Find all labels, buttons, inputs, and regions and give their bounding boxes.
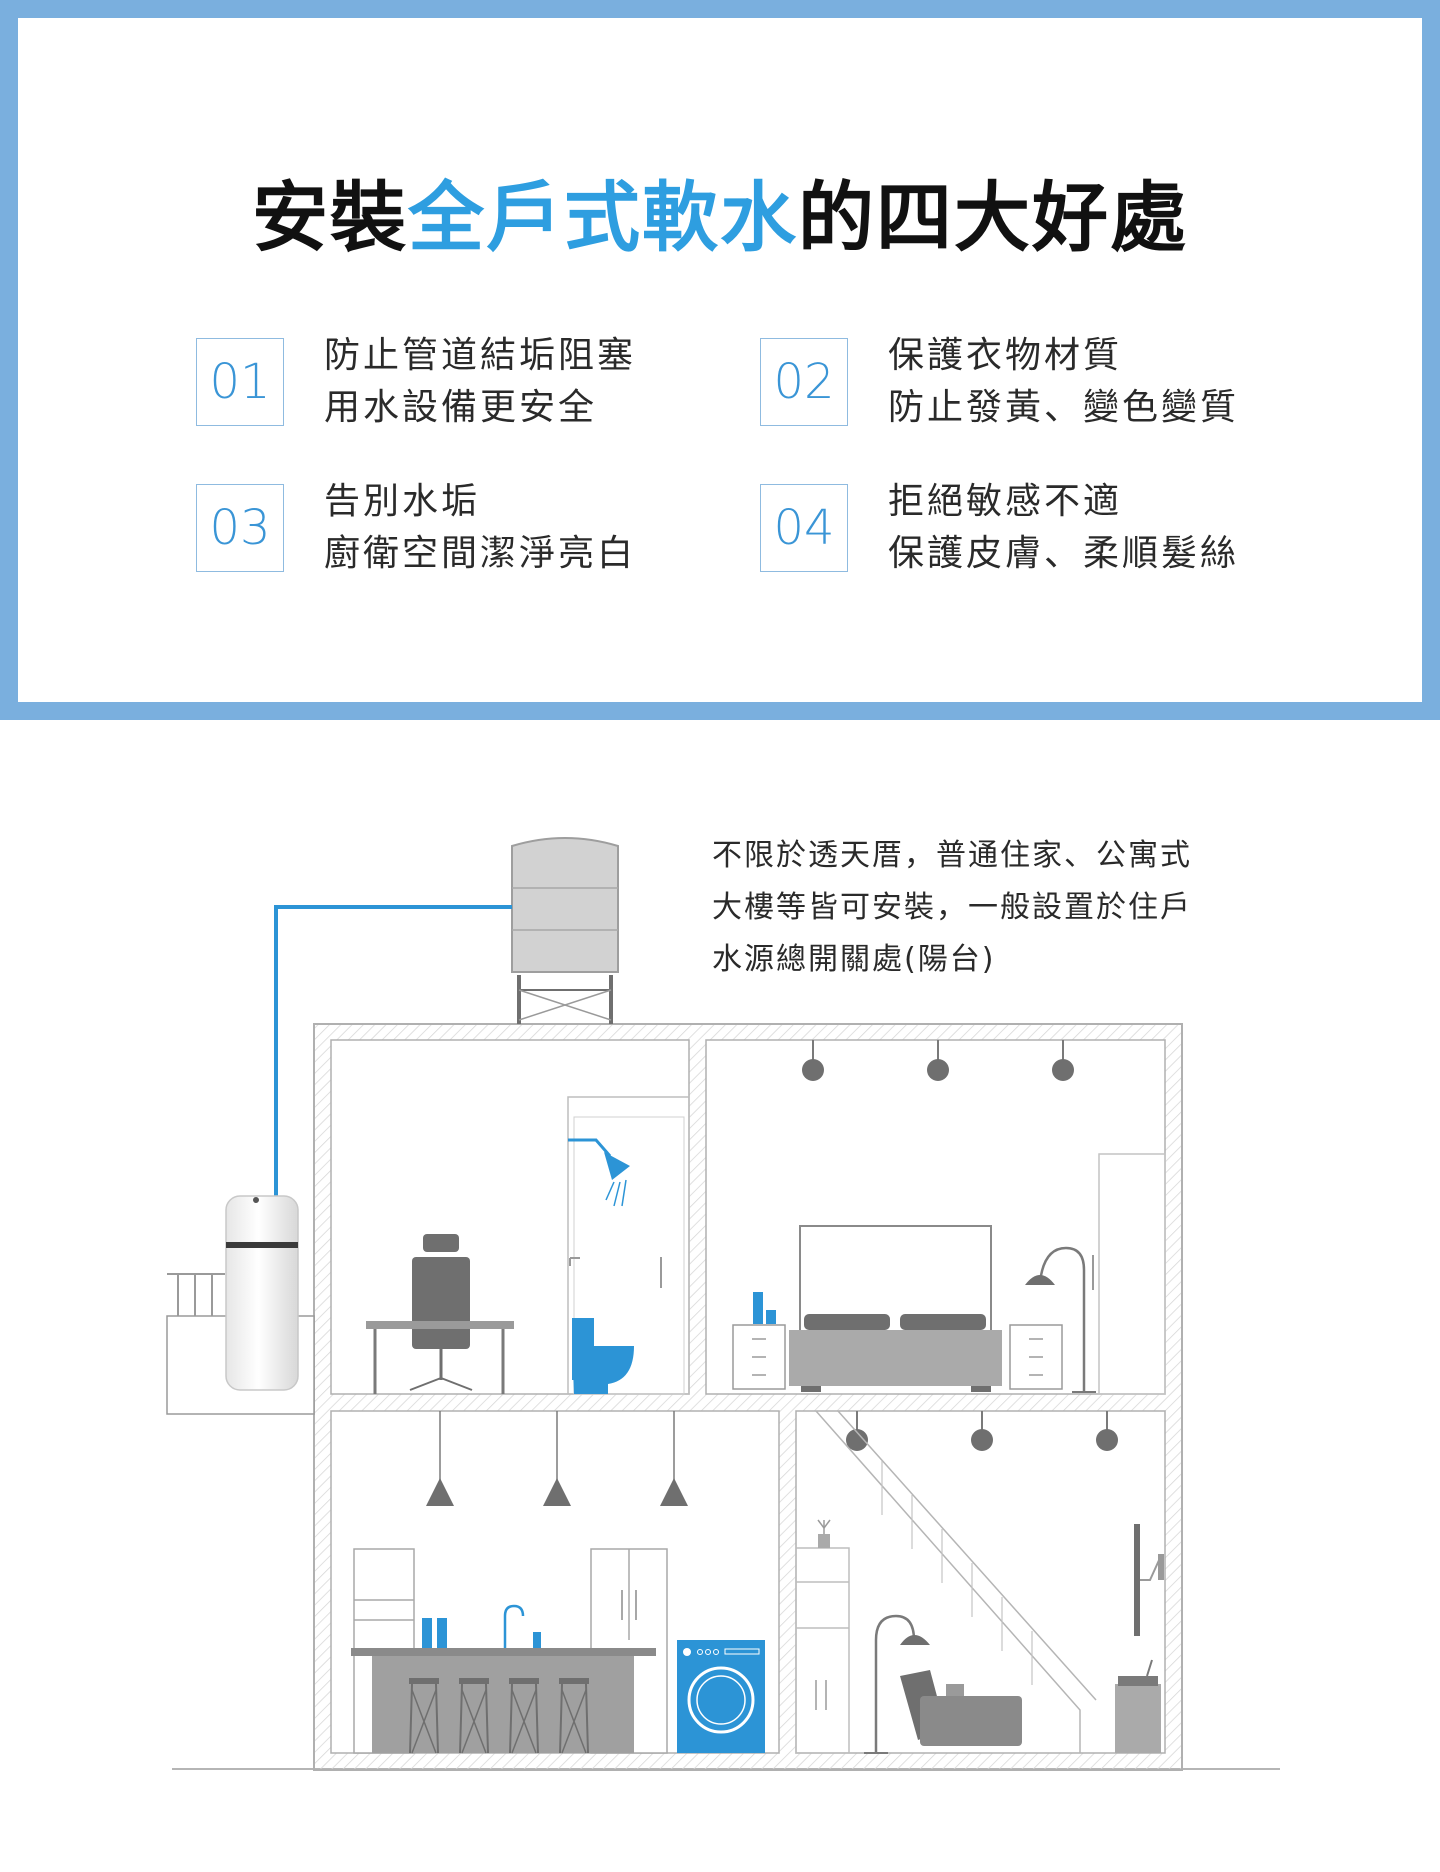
benefit-number: 03: [196, 484, 284, 572]
potted-plant-icon: [817, 1519, 831, 1548]
benefit-text: 保護衣物材質 防止發黃、變色變質: [888, 330, 1239, 434]
note-line2: 大樓等皆可安裝，一般設置於住戶: [712, 890, 1192, 925]
benefit-number: 01: [196, 338, 284, 426]
side-table-icon: [1115, 1659, 1161, 1753]
nightstand-icon: [1009, 1324, 1063, 1390]
faucet-icon: [503, 1604, 541, 1648]
shower-stall: [567, 1096, 690, 1395]
ceiling-lamp-icon: [846, 1411, 868, 1451]
headline-highlight: 全戶式軟水: [408, 173, 798, 262]
shower-head-icon: [568, 1138, 630, 1207]
bar-stools-icon: [409, 1678, 589, 1754]
wall-tv-icon: [1134, 1524, 1164, 1636]
benefit-text: 告別水垢 廚衛空間潔淨亮白: [324, 476, 636, 580]
note-line3: 水源總開關處(陽台): [712, 942, 996, 977]
benefit-04: 04 拒絕敏感不適 保護皮膚、柔順髮絲: [760, 476, 1280, 586]
benefit-line2: 用水設備更安全: [324, 387, 598, 428]
water-pipe: [274, 905, 512, 1200]
headline: 安裝全戶式軟水的四大好處: [18, 168, 1422, 268]
benefit-number: 04: [760, 484, 848, 572]
sofa-icon: [900, 1670, 1022, 1746]
bed-icon: [789, 1225, 1002, 1392]
benefit-line1: 告別水垢: [324, 481, 481, 522]
nightstand-icon: [732, 1292, 786, 1390]
water-tank-icon: [511, 837, 619, 1024]
benefit-text: 防止管道結垢阻塞 用水設備更安全: [324, 330, 636, 434]
wardrobe: [1092, 1153, 1166, 1395]
benefit-03: 03 告別水垢 廚衛空間潔淨亮白: [196, 476, 676, 586]
top-frame: 安裝全戶式軟水的四大好處 01 防止管道結垢阻塞 用水設備更安全 02 保護衣物…: [0, 0, 1440, 720]
desk-icon: [366, 1321, 514, 1394]
headline-part2: 的四大好處: [798, 173, 1188, 262]
headline-part1: 安裝: [252, 173, 408, 262]
benefit-line2: 防止發黃、變色變質: [888, 387, 1240, 428]
toilet-icon: [569, 1257, 634, 1394]
kitchen-island-icon: [351, 1648, 656, 1753]
ceiling-lamp-icon: [1096, 1411, 1118, 1451]
washing-machine-icon: [677, 1640, 765, 1753]
benefit-line2: 保護皮膚、柔順髮絲: [888, 533, 1240, 574]
top-panel: 安裝全戶式軟水的四大好處 01 防止管道結垢阻塞 用水設備更安全 02 保護衣物…: [18, 18, 1422, 702]
benefit-line2: 廚衛空間潔淨亮白: [324, 533, 637, 574]
benefit-number: 02: [760, 338, 848, 426]
benefit-text: 拒絕敏感不適 保護皮膚、柔順髮絲: [888, 476, 1239, 580]
benefit-line1: 防止管道結垢阻塞: [324, 335, 637, 376]
pendant-lamp-icon: [543, 1411, 571, 1506]
house-illustration: [166, 837, 1280, 1771]
water-softener-icon: [225, 1195, 299, 1391]
pendant-lamp-icon: [660, 1411, 688, 1506]
benefit-02: 02 保護衣物材質 防止發黃、變色變質: [760, 330, 1280, 440]
floor-lamp-icon: [864, 1614, 930, 1754]
floor-lamp-icon: [1025, 1246, 1096, 1393]
benefit-01: 01 防止管道結垢阻塞 用水設備更安全: [196, 330, 676, 440]
ceiling-lamp-icon: [1052, 1040, 1074, 1081]
ceiling-lamp-icon: [927, 1040, 949, 1081]
room-bathroom-office: [330, 1039, 690, 1395]
ceiling-lamp-icon: [802, 1040, 824, 1081]
installation-note: 不限於透天厝，普通住家、公寓式 大樓等皆可安裝，一般設置於住戶 水源總開關處(陽…: [712, 830, 1192, 986]
benefit-line1: 保護衣物材質: [888, 335, 1123, 376]
benefit-line1: 拒絕敏感不適: [888, 481, 1123, 522]
ceiling-lamp-icon: [971, 1411, 993, 1451]
staircase: [815, 1410, 1097, 1753]
note-line1: 不限於透天厝，普通住家、公寓式: [712, 838, 1192, 873]
pendant-lamp-icon: [426, 1411, 454, 1506]
bottles-icon: [422, 1618, 447, 1648]
